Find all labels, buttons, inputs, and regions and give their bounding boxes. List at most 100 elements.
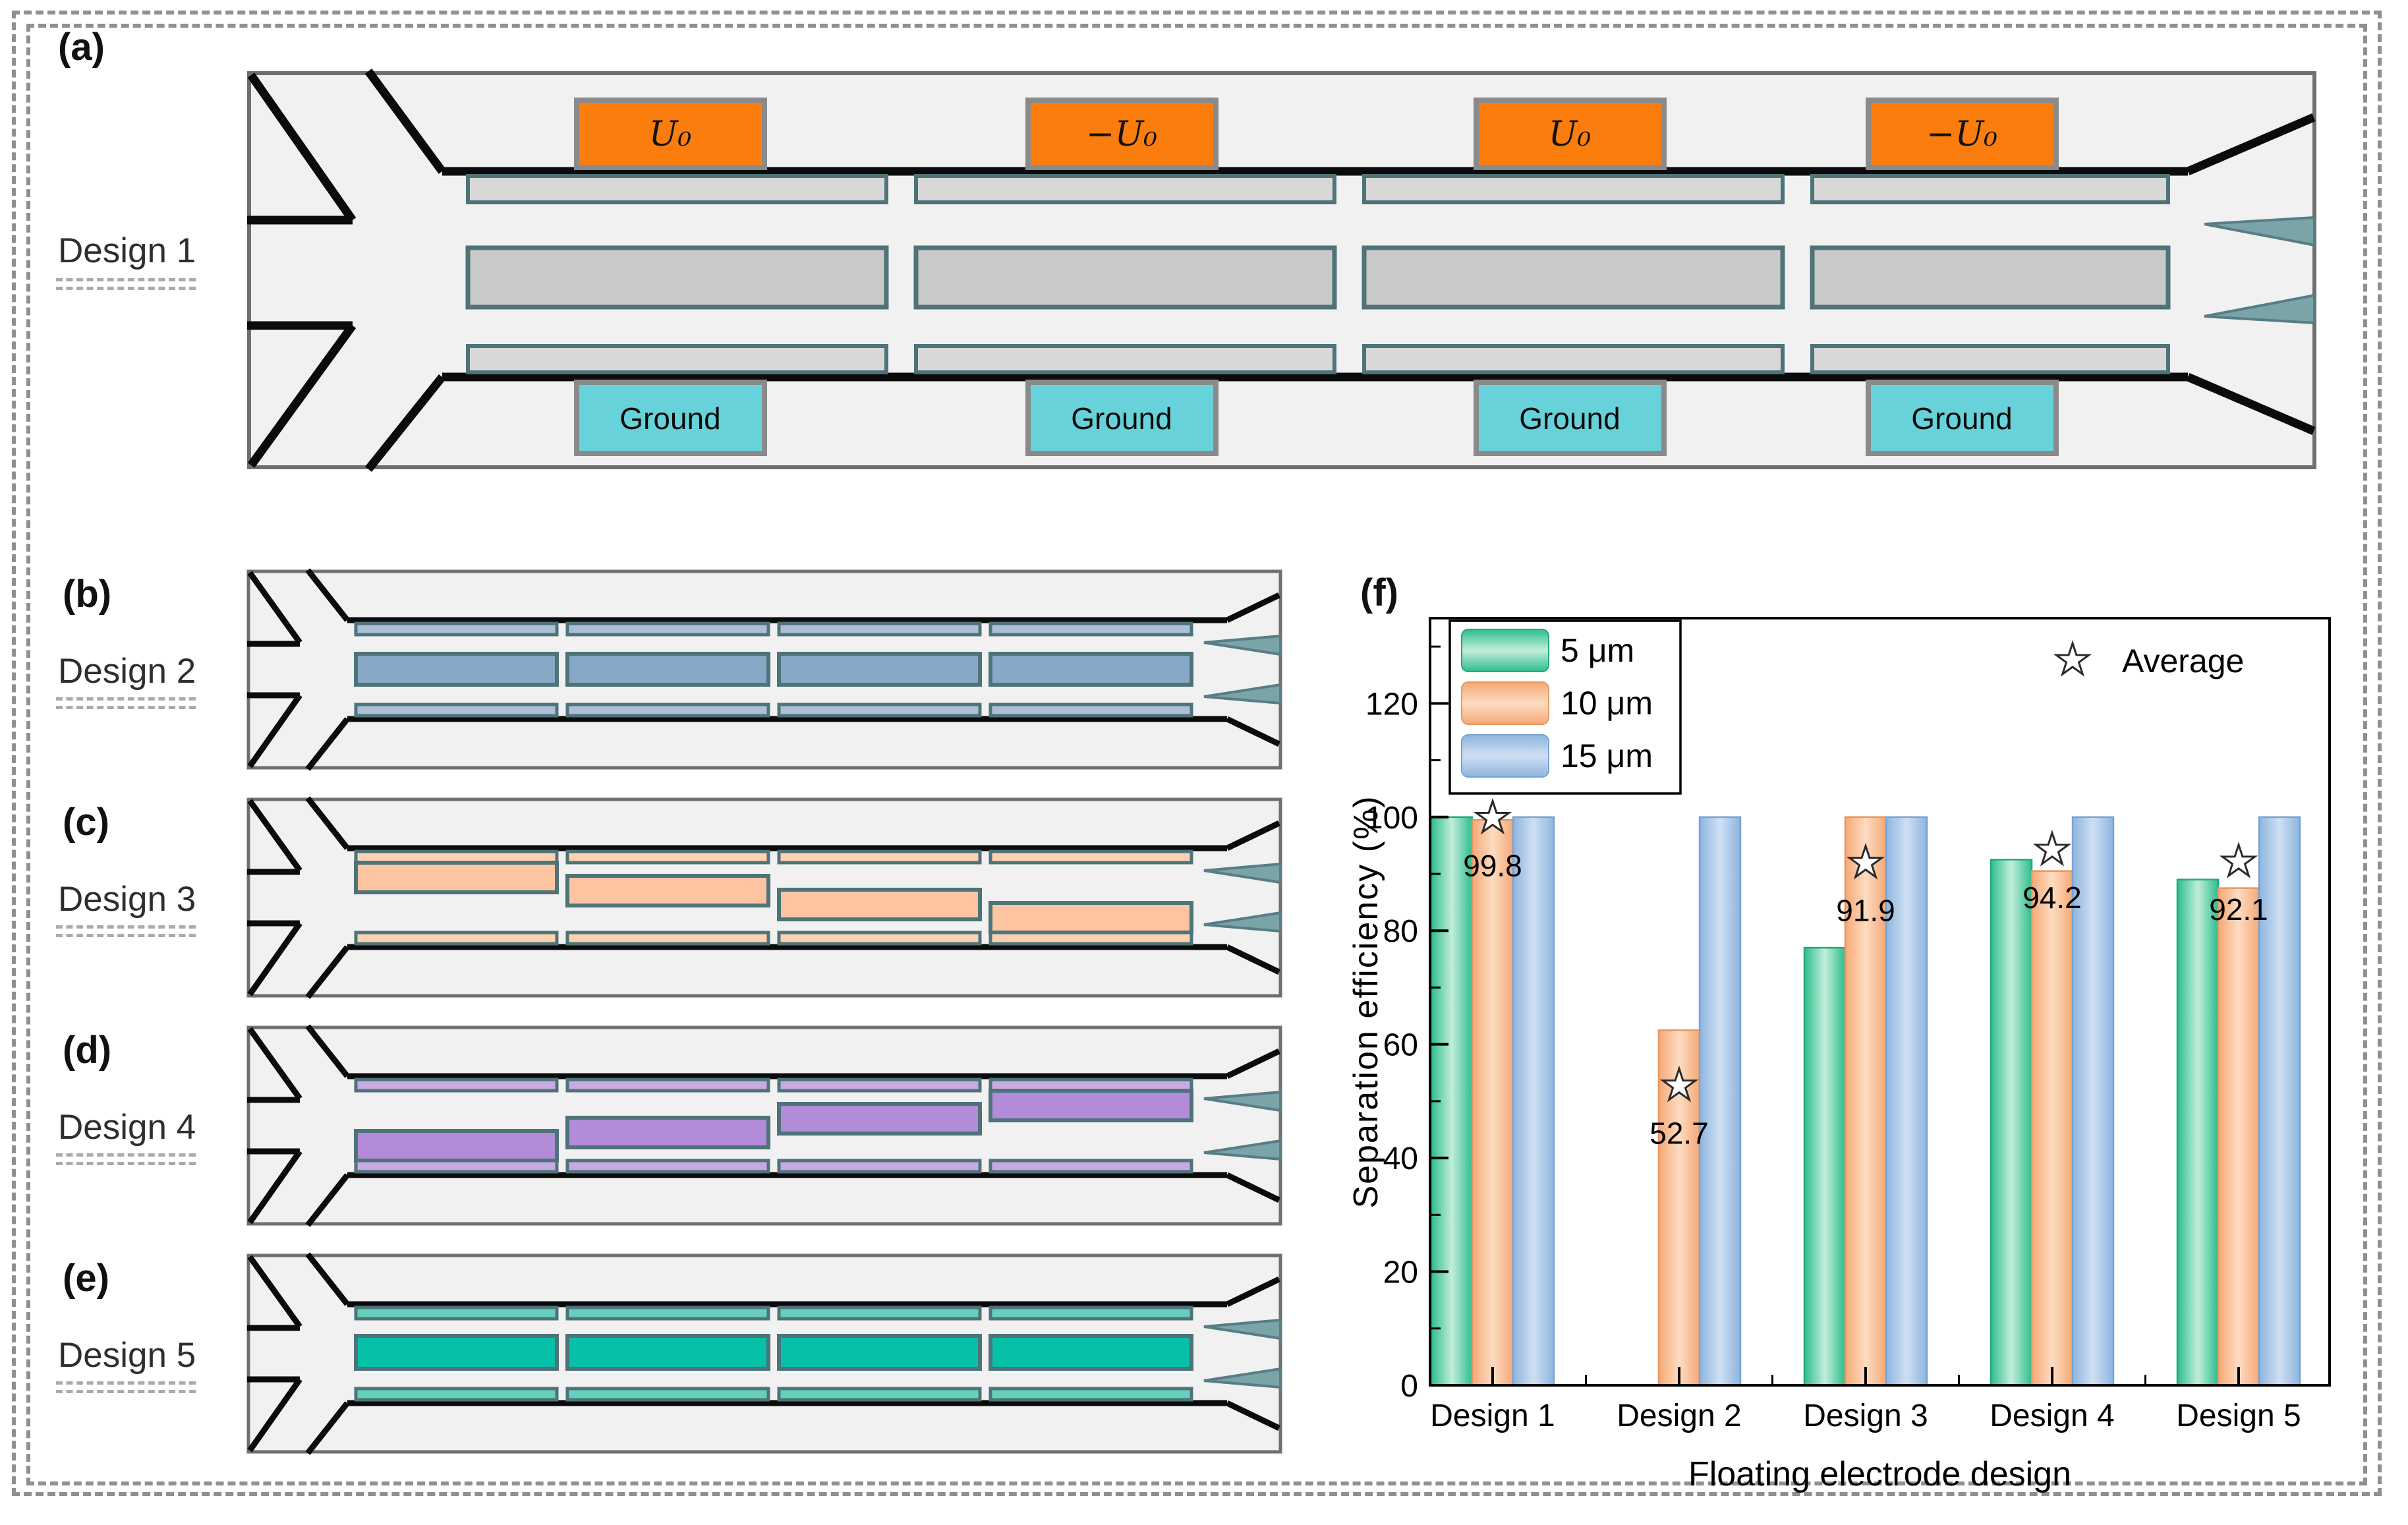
panel-tag-f: (f) (1360, 571, 1398, 614)
voltage-electrode-4-label: −U₀ (1926, 115, 1997, 154)
bar-design-1-10μm (1471, 819, 1514, 1387)
figure-dashed-border-inner (26, 24, 2367, 1485)
panel-e-design5-schematic (246, 1252, 1282, 1455)
x-tick-label: Design 5 (2176, 1398, 2301, 1433)
panel-a-ground-electrodes: Ground Ground Ground Ground (574, 380, 2059, 456)
legend-swatch-10μm (1461, 681, 1549, 725)
voltage-electrode-2-label: −U₀ (1086, 115, 1157, 154)
panel-c-floating-electrodes (354, 849, 1193, 946)
panel-tag-d: (d) (63, 1029, 112, 1072)
design-3-underline (56, 925, 196, 937)
bar-design-4-5μm (1990, 859, 2033, 1387)
outlet-arrow-icon (2204, 293, 2316, 325)
average-value-label: 94.2 (2022, 880, 2082, 915)
design-5-label: Design 5 (58, 1336, 196, 1375)
average-star-marker (1846, 842, 1885, 880)
ground-electrode-2-label: Ground (1071, 401, 1172, 436)
panel-a-design1-schematic: U₀ −U₀ U₀ −U₀ Ground Ground Ground Groun… (247, 69, 2316, 473)
bar-design-2-15μm (1698, 816, 1742, 1387)
y-tick-label: 120 (1365, 687, 1418, 722)
voltage-electrode-1 (574, 98, 767, 170)
bar-design-3-5μm (1803, 946, 1847, 1387)
y-axis-title: Separation efficiency (%) (1347, 795, 1385, 1208)
y-tick-label: 40 (1383, 1141, 1418, 1176)
outlet-arrow-icon (1203, 1090, 1282, 1112)
average-star-marker (2219, 842, 2258, 878)
y-tick-label: 60 (1383, 1028, 1418, 1063)
outlet-arrow-icon (1203, 634, 1282, 656)
x-tick-label: Design 2 (1617, 1398, 1741, 1433)
outlet-arrow-icon (1203, 862, 1282, 884)
ground-electrode-1 (574, 380, 767, 456)
bar-design-5-5μm (2176, 878, 2220, 1387)
average-legend-label: Average (2122, 643, 2244, 679)
average-value-label: 99.8 (1463, 849, 1522, 883)
y-tick-label: 20 (1383, 1255, 1418, 1290)
voltage-electrode-2 (1025, 98, 1218, 170)
average-value-label: 91.9 (1836, 894, 1895, 928)
legend-label: 15 μm (1561, 737, 1653, 774)
panel-a-voltage-electrodes: U₀ −U₀ U₀ −U₀ (574, 98, 2059, 170)
bar-design-1-15μm (1512, 816, 1555, 1387)
design-4-label: Design 4 (58, 1108, 196, 1147)
design-1-underline (56, 278, 196, 290)
y-tick-label: 80 (1383, 914, 1418, 949)
average-star-marker (1473, 797, 1512, 835)
panel-d-floating-electrodes (354, 1078, 1193, 1174)
panel-tag-c: (c) (63, 801, 109, 844)
ground-electrode-3-label: Ground (1519, 401, 1620, 436)
panel-d-channel-walls (247, 1024, 1280, 1227)
voltage-electrode-3 (1474, 98, 1667, 170)
average-star-marker (1659, 1065, 1699, 1103)
ground-electrode-1-label: Ground (619, 401, 720, 436)
design-5-underline (56, 1381, 196, 1393)
legend-swatch-15μm (1461, 734, 1549, 778)
outlet-arrow-icon (1203, 1139, 1282, 1161)
ground-electrode-4-label: Ground (1911, 401, 2012, 436)
panel-e-floating-electrodes (354, 1306, 1193, 1402)
design-3-label: Design 3 (58, 880, 196, 919)
figure-dashed-border-outer (12, 11, 2382, 1496)
panel-tag-a: (a) (58, 26, 105, 69)
panel-b-channel-walls (247, 568, 1280, 771)
panel-tag-e: (e) (63, 1257, 109, 1300)
design-2-label: Design 2 (58, 652, 196, 691)
plot-frame (1429, 617, 2331, 1387)
panel-e-channel-walls (247, 1252, 1280, 1455)
outlet-arrow-icon (1203, 683, 1282, 705)
x-tick-label: Design 4 (1990, 1398, 2114, 1433)
ground-electrode-2 (1025, 380, 1218, 456)
x-tick-label: Design 1 (1430, 1398, 1555, 1433)
outlet-arrow-icon (1203, 1367, 1282, 1389)
legend-swatch-5μm (1461, 629, 1549, 672)
bar-design-4-10μm (2030, 870, 2074, 1387)
ground-electrode-4 (1866, 380, 2059, 456)
outlet-arrow-icon (2204, 216, 2316, 247)
average-value-label: 92.1 (2209, 892, 2268, 927)
bar-design-5-15μm (2258, 816, 2301, 1387)
voltage-electrode-1-label: U₀ (649, 115, 692, 154)
outlet-arrow-icon (1203, 1318, 1282, 1340)
average-star-marker (2032, 830, 2072, 867)
design-1-label: Design 1 (58, 231, 196, 270)
panel-a-channel-walls (247, 69, 2316, 473)
panel-c-design3-schematic (246, 796, 1282, 999)
outlet-arrow-icon (1203, 911, 1282, 933)
y-tick-label: 100 (1365, 801, 1418, 836)
bar-design-5-10μm (2217, 887, 2260, 1387)
voltage-electrode-4 (1866, 98, 2059, 170)
x-tick-label: Design 3 (1803, 1398, 1928, 1433)
design-2-underline (56, 697, 196, 709)
average-legend-star-icon (2053, 640, 2092, 677)
voltage-electrode-3-label: U₀ (1549, 115, 1591, 154)
average-value-label: 52.7 (1649, 1116, 1709, 1151)
panel-b-design2-schematic (246, 568, 1282, 771)
panel-a-floating-electrodes (465, 174, 2171, 374)
bar-design-4-15μm (2071, 816, 2115, 1387)
design-4-underline (56, 1153, 196, 1165)
panel-d-design4-schematic (246, 1024, 1282, 1227)
panel-c-channel-walls (247, 796, 1280, 999)
